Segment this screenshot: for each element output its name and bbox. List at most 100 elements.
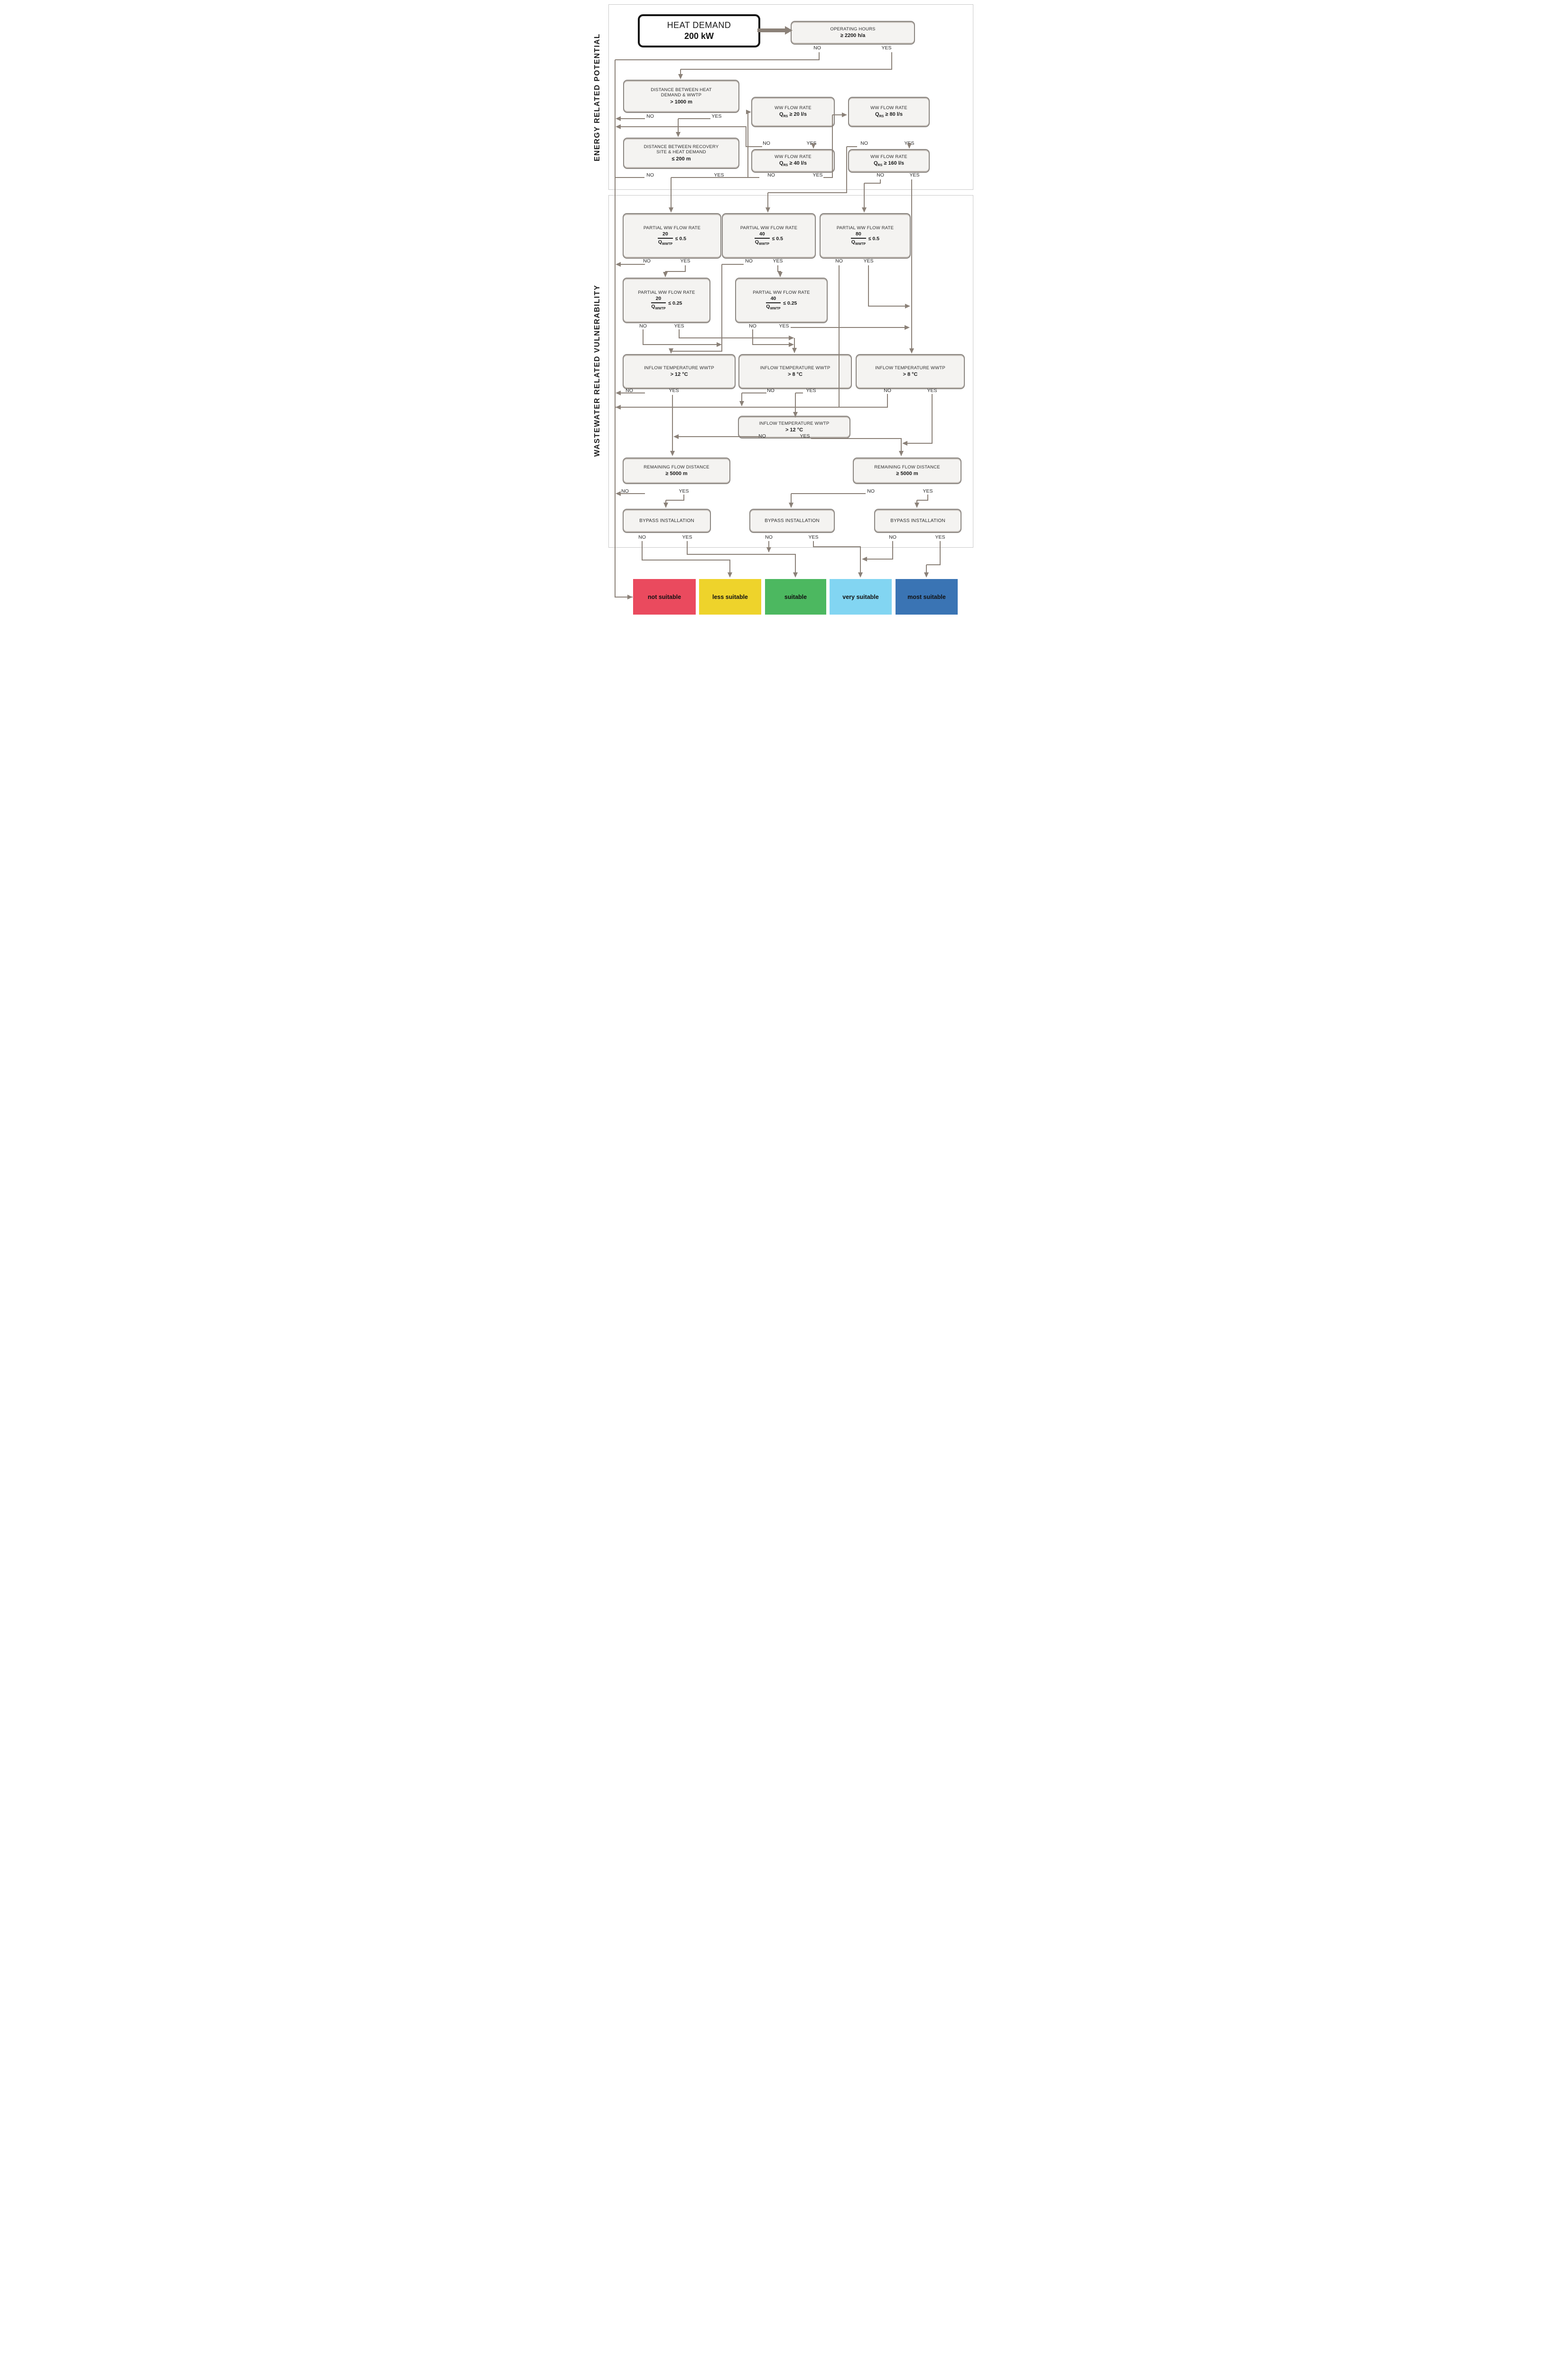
arrowhead-down-icon [811, 143, 816, 149]
t12-yes-label: YES [800, 433, 810, 439]
r1-yes-label: YES [679, 488, 689, 494]
arrowhead-left-icon [902, 441, 907, 446]
connector-line [813, 546, 861, 547]
d1000-yes-label: YES [711, 113, 722, 119]
ww20-value: QRS ≥ 20 l/s [779, 111, 807, 119]
arrowhead-down-icon [899, 451, 904, 456]
connector-line [860, 547, 861, 577]
connector-line [753, 344, 793, 345]
partial40-title: PARTIAL WW FLOW RATE [740, 225, 798, 231]
ww80-title: WW FLOW RATE [870, 105, 907, 111]
arrowhead-left-icon [673, 434, 679, 439]
connector-line [926, 564, 941, 565]
connector-line [926, 565, 927, 577]
node-ww40: WW FLOW RATE QRS ≥ 40 l/s [751, 149, 835, 173]
partial40-formula: 40 QWWTP ≤ 0.5 [755, 231, 783, 246]
bypass-right-title: BYPASS INSTALLATION [890, 518, 945, 523]
connector-line [681, 69, 892, 70]
node-temp-left: INFLOW TEMPERATURE WWTP > 12 °C [623, 354, 736, 389]
t1-yes-label: YES [669, 388, 679, 393]
remaining-right-value: ≥ 5000 m [896, 471, 918, 477]
arrowhead-right-icon [842, 112, 847, 117]
arrowhead-down-icon [728, 572, 732, 578]
t3-no-label: NO [884, 388, 891, 393]
arrowhead-left-icon [862, 557, 867, 561]
connector-line [868, 265, 869, 307]
result-suitable: suitable [765, 579, 826, 615]
node-partial20b: PARTIAL WW FLOW RATE 20 QWWTP ≤ 0.25 [623, 278, 710, 323]
connector-line [687, 554, 796, 555]
operating-hours-value: ≥ 2200 h/a [840, 33, 866, 39]
connector-line [795, 393, 796, 417]
arrowhead-down-icon [915, 503, 919, 508]
arrowhead-down-icon [778, 272, 783, 277]
distance-recovery-line2: SITE & HEAT DEMAND [656, 149, 706, 155]
r2-yes-label: YES [923, 488, 933, 494]
connector-line [615, 177, 644, 178]
node-bypass-right: BYPASS INSTALLATION [874, 509, 961, 533]
arrowhead-right-icon [627, 595, 633, 599]
connector-line [795, 554, 796, 577]
node-temp-mid2: INFLOW TEMPERATURE WWTP > 12 °C [738, 416, 850, 439]
arrowhead-down-icon [789, 503, 793, 508]
r2-no-label: NO [867, 488, 875, 494]
b2-yes-label: YES [808, 534, 819, 540]
remaining-left-value: ≥ 5000 m [665, 471, 688, 477]
result-very-suitable: very suitable [830, 579, 892, 615]
heat-demand-title: HEAT DEMAND [667, 20, 731, 30]
q160-no-label: NO [877, 172, 884, 178]
connector-line [847, 146, 857, 147]
connector-line [672, 395, 673, 455]
p40-no-label: NO [745, 258, 753, 264]
connector-line [617, 126, 747, 127]
remaining-left-title: REMAINING FLOW DISTANCE [644, 464, 709, 470]
wastewater-section-frame [608, 195, 973, 548]
node-remaining-right: REMAINING FLOW DISTANCE ≥ 5000 m [853, 458, 961, 484]
connector-line [917, 500, 928, 501]
connector-line [940, 541, 941, 565]
arrowhead-down-icon [765, 207, 770, 213]
result-less-suitable: less suitable [699, 579, 761, 615]
connector-line [932, 394, 933, 444]
node-operating-hours: OPERATING HOURS ≥ 2200 h/a [791, 21, 915, 45]
connector-line [666, 500, 684, 501]
node-heat-demand: HEAT DEMAND 200 kW [638, 14, 760, 47]
b1-no-label: NO [638, 534, 646, 540]
arrowhead-down-icon [862, 207, 867, 213]
connector-line [729, 560, 730, 577]
connector-line [615, 60, 616, 598]
connector-line [746, 146, 762, 147]
arrowhead-right-icon [785, 26, 793, 35]
arrowhead-right-icon [789, 342, 794, 347]
connector-line [927, 495, 928, 501]
arrowhead-left-icon [616, 491, 621, 496]
arrowhead-down-icon [676, 132, 681, 137]
connector-line [747, 112, 748, 178]
connector-line [665, 271, 686, 272]
connector-line [813, 541, 814, 547]
connector-line [722, 264, 744, 265]
connector-line [674, 436, 760, 437]
q80-no-label: NO [860, 140, 868, 146]
p20-no-label: NO [643, 258, 651, 264]
connector-line [868, 306, 909, 307]
node-temp-right: INFLOW TEMPERATURE WWTP > 8 °C [856, 354, 965, 389]
arrowhead-right-icon [746, 110, 751, 114]
connector-line [685, 265, 686, 272]
connector-line [757, 28, 785, 32]
connector-line [795, 392, 803, 393]
q40-yes-label: YES [812, 172, 823, 178]
partial20b-formula: 20 QWWTP ≤ 0.25 [651, 296, 682, 310]
p40b-no-label: NO [749, 323, 756, 329]
ww160-value: QRS ≥ 160 l/s [873, 160, 905, 168]
p80-no-label: NO [835, 258, 843, 264]
connector-line [721, 264, 722, 352]
d1000-no-label: NO [646, 113, 654, 119]
node-remaining-left: REMAINING FLOW DISTANCE ≥ 5000 m [623, 458, 730, 484]
node-partial40b: PARTIAL WW FLOW RATE 40 QWWTP ≤ 0.25 [735, 278, 828, 323]
ww160-title: WW FLOW RATE [870, 154, 907, 159]
d200-no-label: NO [646, 172, 654, 178]
connector-line [679, 329, 680, 338]
partial80-title: PARTIAL WW FLOW RATE [836, 225, 894, 231]
operating-hours-title: OPERATING HOURS [830, 26, 876, 32]
